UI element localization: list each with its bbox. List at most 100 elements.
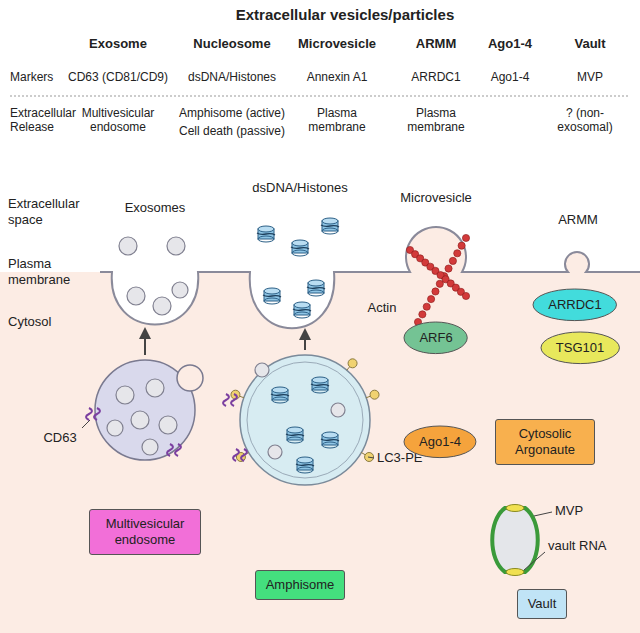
- histone: [321, 432, 339, 448]
- ellipse-fill: [404, 322, 467, 354]
- table-cell: Ago1-4: [491, 70, 530, 84]
- shape-part: [286, 434, 304, 436]
- protein-ellipse: ARRDC1: [532, 288, 617, 322]
- ellipse-fill: [533, 289, 616, 321]
- vesicle: [331, 403, 345, 417]
- node-text: ARF6: [419, 330, 452, 346]
- shape-part: [506, 505, 524, 512]
- actin-bead: [419, 311, 426, 318]
- shape-part: [264, 288, 280, 294]
- histone: [311, 377, 329, 393]
- vesicle: [153, 297, 171, 315]
- ellipse-fill: [541, 332, 619, 364]
- ellipse-fill: [404, 426, 476, 458]
- part-label: dsDNA/Histones: [252, 180, 347, 196]
- part-label: Cytosol: [8, 314, 51, 330]
- actin-bead: [423, 303, 430, 310]
- vesicle: [159, 416, 177, 434]
- shape-part: [322, 218, 338, 224]
- node-text: Vault: [528, 596, 557, 612]
- vesicle: [255, 363, 269, 377]
- histone: [286, 427, 304, 443]
- actin-bead: [462, 234, 469, 241]
- actin-bead: [449, 257, 456, 264]
- compartment-box: Vault: [517, 589, 568, 619]
- node-text: Ago1-4: [419, 434, 461, 450]
- lc3-pe: [365, 453, 374, 462]
- part-label: Actin: [368, 300, 397, 316]
- table-cell: dsDNA/Histones: [188, 70, 276, 84]
- histone: [257, 226, 275, 242]
- shape-part: [322, 432, 338, 438]
- table-cell: Plasma membrane: [400, 106, 472, 135]
- shape-part: [322, 442, 338, 448]
- shape-part: [287, 437, 303, 443]
- compartment-box: Cytosolic Argonaute: [495, 419, 595, 464]
- column-header: Nucleosome: [193, 36, 270, 52]
- part-label: MVP: [555, 503, 583, 519]
- column-header: Vault: [574, 36, 605, 52]
- histone: [293, 302, 311, 318]
- column-header: ARMM: [416, 36, 456, 52]
- leader-line: [368, 457, 374, 458]
- shape-part: [258, 226, 274, 232]
- shape-part: [292, 250, 308, 256]
- node-text: ARRDC1: [548, 297, 601, 313]
- shape-part: [307, 287, 325, 289]
- vesicle: [116, 386, 134, 404]
- table-rule: [10, 96, 630, 97]
- shape-part: [492, 508, 538, 572]
- table-cell: ARRDC1: [411, 70, 460, 84]
- part-label: Plasma membrane: [8, 256, 92, 287]
- shape-part: [322, 228, 338, 234]
- node-text: Multivesicular endosome: [100, 516, 190, 547]
- table-cell: Multivesicular endosome: [68, 106, 168, 135]
- shape-part: [293, 309, 311, 311]
- actin-bead: [445, 265, 452, 272]
- table-cell: Annexin A1: [307, 70, 368, 84]
- lc3-pe: [348, 359, 357, 368]
- node-text: Cytosolic Argonaute: [506, 426, 584, 457]
- release-arrow: [304, 334, 306, 350]
- cd63-protein: [86, 408, 100, 420]
- shape-part: [321, 439, 339, 441]
- shape-part: [258, 236, 274, 242]
- actin-bead: [454, 250, 461, 257]
- vesicle: [142, 439, 158, 455]
- vesicle: [167, 237, 185, 255]
- actin-bead: [458, 242, 465, 249]
- histone: [263, 288, 281, 304]
- shape-part: [271, 394, 289, 396]
- protein-ellipse: Ago1-4: [403, 425, 477, 459]
- cd63-protein: [167, 444, 181, 456]
- lc3-pe: [370, 390, 379, 399]
- shape-part: [312, 377, 328, 383]
- cd63-protein: [233, 449, 247, 461]
- vesicle: [131, 411, 149, 429]
- cd63-protein: [223, 394, 237, 406]
- column-header: Ago1-4: [488, 36, 532, 52]
- amphisome-inner-membrane: [247, 362, 363, 478]
- vesicle: [172, 282, 188, 298]
- shape-part: [308, 280, 324, 286]
- table-cell: Markers: [10, 70, 53, 84]
- shape-part: [294, 302, 310, 308]
- part-label: vault RNA: [548, 538, 607, 554]
- shape-part: [321, 225, 339, 227]
- shape-part: [506, 569, 524, 576]
- table-cell: ? (non-exosomal): [540, 106, 630, 135]
- table-cell: Extracellular Release: [10, 106, 88, 135]
- vesicle: [119, 237, 137, 255]
- vesicle: [107, 420, 123, 436]
- node-text: TSG101: [556, 340, 604, 356]
- shape-part: [311, 384, 329, 386]
- shape-part: [292, 240, 308, 246]
- histone: [296, 457, 314, 473]
- part-label: CD63: [43, 430, 76, 446]
- part-label: ARMM: [558, 212, 598, 228]
- shape-part: [257, 233, 275, 235]
- endosome-bud: [177, 365, 203, 391]
- part-label: Extracellular space: [8, 196, 98, 227]
- compartment-box: Amphisome: [255, 570, 346, 600]
